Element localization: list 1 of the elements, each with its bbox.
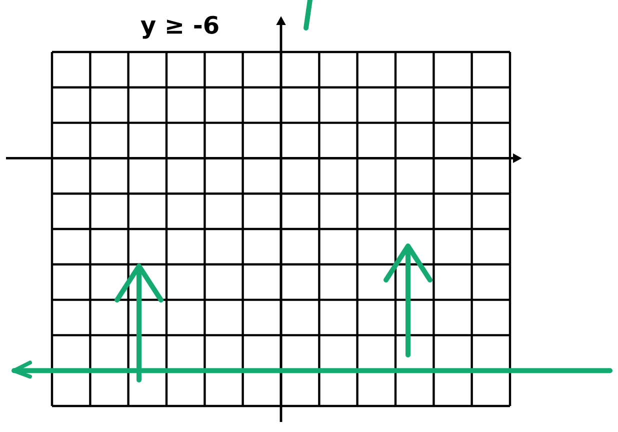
inequality-label: y ≥ -6 — [140, 16, 218, 39]
